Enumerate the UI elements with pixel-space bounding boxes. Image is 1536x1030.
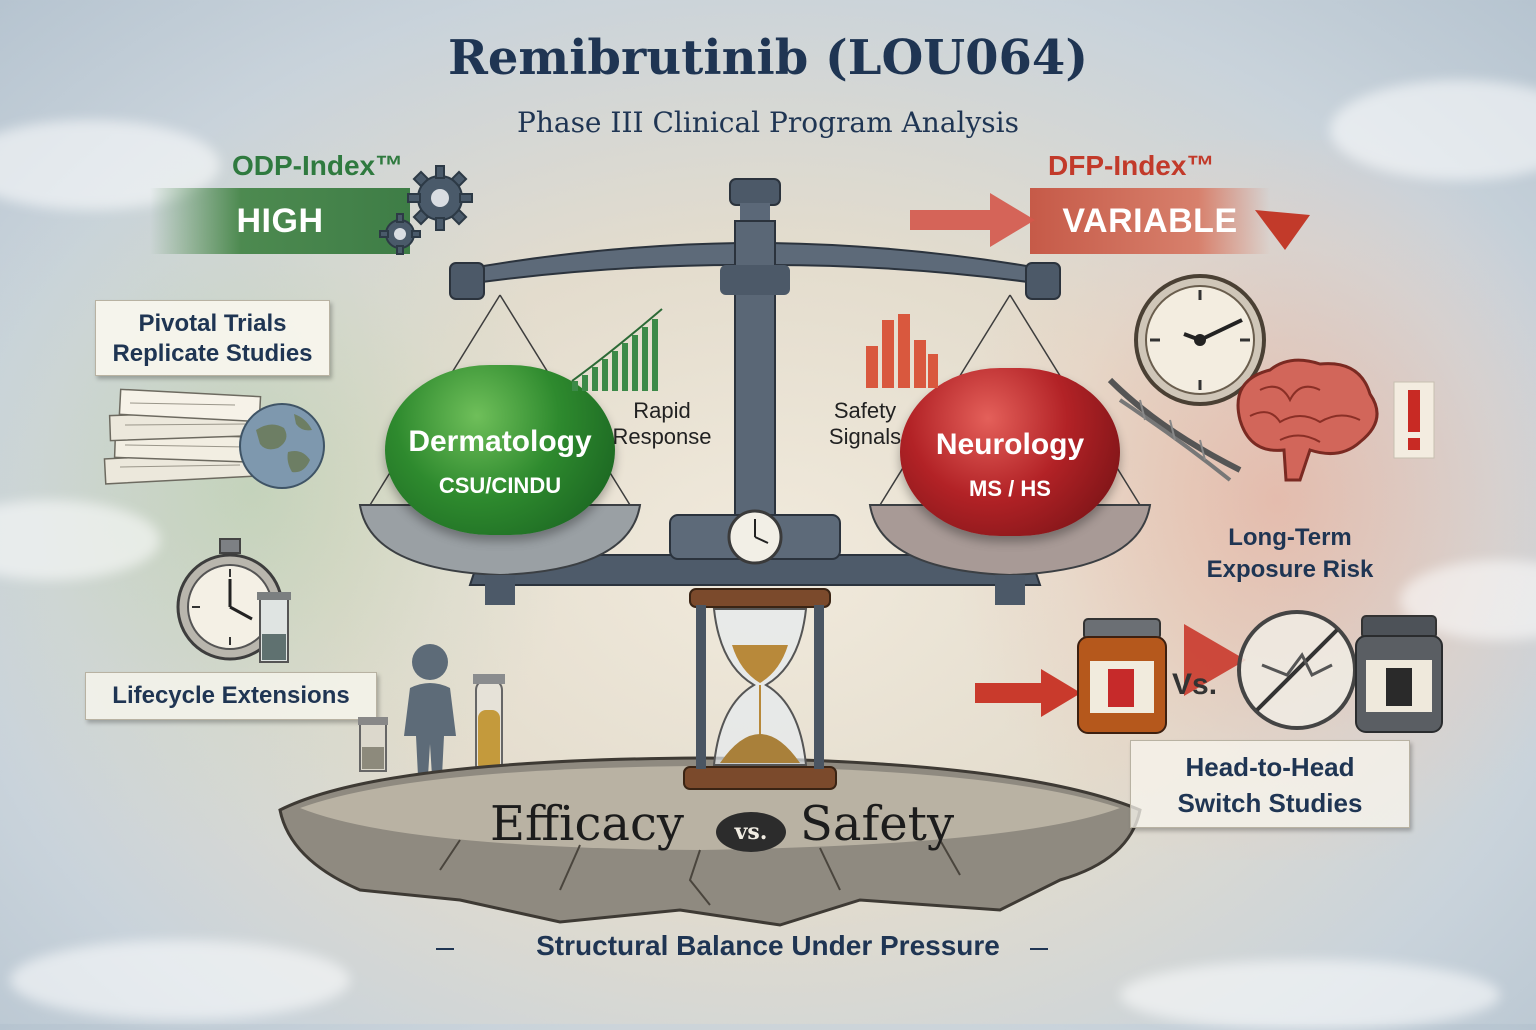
- versus-label: Vs.: [1172, 668, 1218, 701]
- vs-text: vs.: [734, 819, 768, 845]
- warning-icon: [1393, 381, 1435, 459]
- test-tube-icon: [257, 592, 291, 663]
- rapid-response-note: Rapid Response: [592, 398, 732, 450]
- pivotal-line1: Pivotal Trials: [138, 310, 287, 337]
- h2h-line2: Switch Studies: [1177, 788, 1363, 818]
- safety-line2: Signals: [828, 424, 902, 449]
- head-to-head-label: Head-to-Head Switch Studies: [1130, 740, 1410, 828]
- medicine-jar-icon: [1355, 615, 1443, 733]
- odp-index-banner: HIGH: [150, 188, 410, 254]
- footer-text: Structural Balance Under Pressure: [536, 930, 1000, 961]
- safety-line1: Safety: [833, 398, 897, 423]
- exposure-line1: Long-Term: [1228, 524, 1352, 551]
- globe-icon: [239, 403, 325, 489]
- child-silhouette-icon: [404, 644, 456, 776]
- dermatology-subtitle: CSU/CINDU: [438, 473, 562, 498]
- footer-divider-right: [1030, 948, 1048, 950]
- h2h-line1: Head-to-Head: [1185, 752, 1355, 782]
- arrow-icon: [975, 669, 1081, 717]
- brain-icon: [1236, 358, 1379, 482]
- cracked-ground: [278, 756, 1142, 927]
- crossed-clock-icon: [1237, 610, 1357, 730]
- clock-icon: [1134, 274, 1266, 406]
- document-stack-icon: [103, 388, 267, 485]
- stopwatch-icon: [176, 538, 284, 661]
- dermatology-title: Dermatology: [408, 425, 592, 458]
- pivotal-line2: Replicate Studies: [112, 340, 313, 367]
- neurology-subtitle: MS / HS: [969, 476, 1051, 501]
- dfp-index-banner: VARIABLE: [1030, 188, 1270, 254]
- medicine-jar-icon: [1077, 618, 1167, 734]
- safety-signals-note: Safety Signals: [800, 398, 930, 450]
- vial-icon: [358, 717, 388, 772]
- vs-badge: vs.: [716, 812, 786, 852]
- cloud: [10, 940, 350, 1020]
- cloud: [1330, 80, 1536, 180]
- arrow-icon: [1184, 624, 1246, 696]
- lifecycle-label: Lifecycle Extensions: [85, 672, 377, 720]
- dfp-index-value: VARIABLE: [1062, 201, 1238, 240]
- rapid-line2: Response: [612, 424, 712, 449]
- page-title: Remibrutinib (LOU064): [447, 30, 1089, 86]
- neurology-title: Neurology: [935, 428, 1085, 461]
- arrow-down-icon: [1255, 210, 1310, 250]
- footer-divider-left: [436, 948, 454, 950]
- odp-index-value: HIGH: [236, 201, 324, 240]
- dfp-index-label: DFP-Index™: [1048, 150, 1215, 181]
- safety-label: Safety: [800, 796, 955, 852]
- page-subtitle: Phase III Clinical Program Analysis: [517, 106, 1019, 139]
- neurology-ball: Neurology MS / HS: [900, 368, 1120, 536]
- efficacy-label: Efficacy: [490, 796, 684, 852]
- odp-index-label: ODP-Index™: [232, 150, 404, 181]
- dermatology-ball: Dermatology CSU/CINDU: [385, 365, 615, 535]
- exposure-line2: Exposure Risk: [1206, 556, 1374, 583]
- bar-chart-icon: [571, 308, 663, 391]
- arrow-icon: [910, 193, 1035, 247]
- balance-scale: [358, 178, 1152, 605]
- cloud: [1120, 960, 1500, 1030]
- exposure-risk-label: Long-Term Exposure Risk: [1180, 522, 1400, 586]
- lifecycle-text: Lifecycle Extensions: [112, 682, 350, 709]
- test-tube-icon: [473, 674, 505, 776]
- pivotal-trials-label: Pivotal Trials Replicate Studies: [95, 300, 330, 376]
- gear-icon: [379, 165, 473, 255]
- bar-chart-icon: [866, 314, 938, 388]
- hourglass-icon: [683, 588, 837, 790]
- dna-icon: [1107, 377, 1242, 482]
- rapid-line1: Rapid: [633, 398, 691, 423]
